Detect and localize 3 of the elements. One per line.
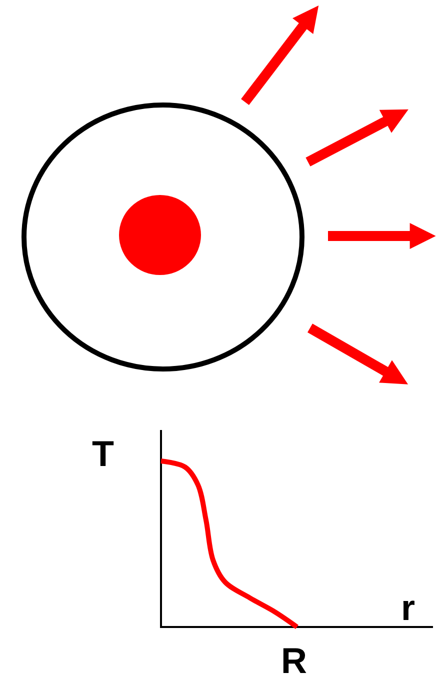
- axis-label: T: [92, 436, 114, 472]
- tick-label: R: [281, 643, 307, 677]
- axis-label: r: [401, 590, 416, 626]
